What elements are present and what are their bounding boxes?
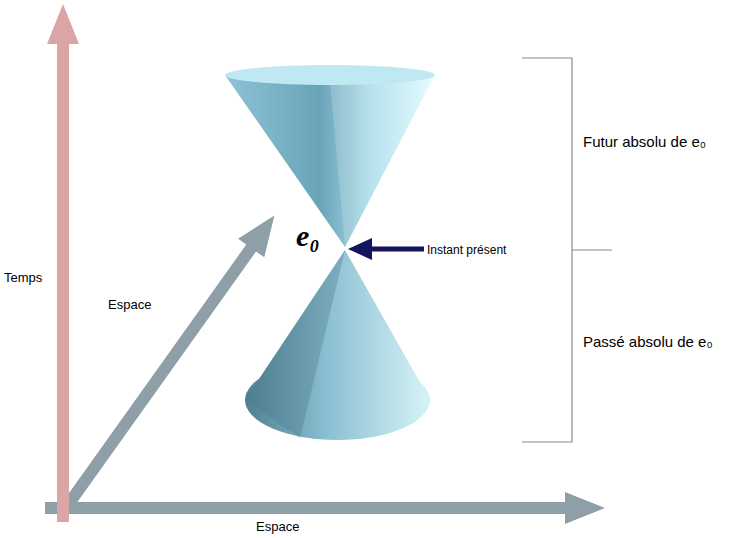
pointer-label: Instant présent xyxy=(427,243,506,257)
event-label: e₀ xyxy=(296,218,320,254)
past-cone xyxy=(245,250,430,440)
present-pointer xyxy=(348,238,424,260)
space-axis-horizontal xyxy=(45,492,605,524)
space-axis-diagonal xyxy=(57,206,287,511)
region-label: Futur absolu de e₀ xyxy=(583,133,706,151)
region-label: Passé absolu de e₀ xyxy=(583,333,713,351)
axis-label: Espace xyxy=(108,297,151,313)
future-cone xyxy=(225,65,435,247)
axis-label: Temps xyxy=(4,270,42,286)
time-axis xyxy=(47,4,79,522)
bracket xyxy=(522,58,612,442)
axis-label: Espace xyxy=(256,519,299,535)
